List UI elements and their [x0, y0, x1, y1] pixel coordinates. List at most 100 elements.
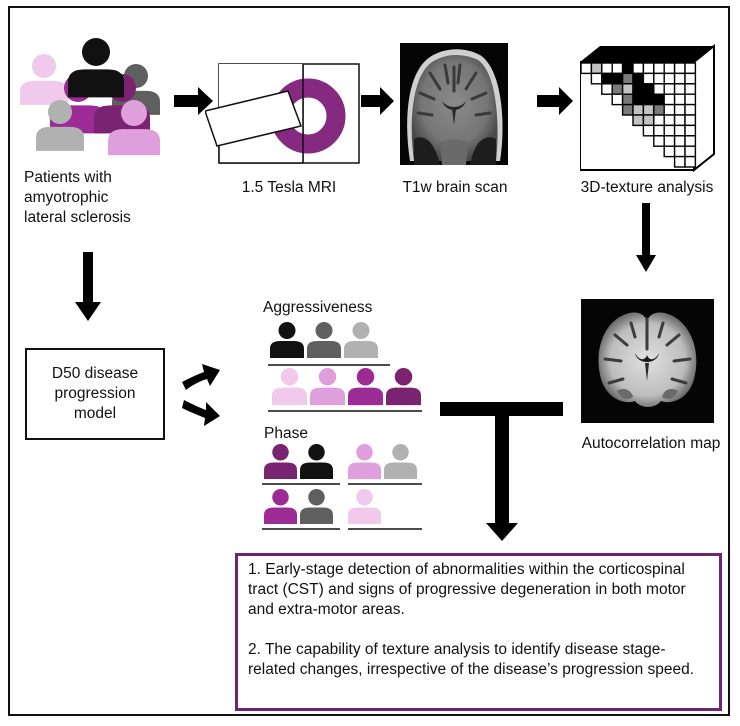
texture-cell [684, 145, 697, 158]
patient-icon [36, 100, 84, 151]
texture-cell [580, 62, 593, 75]
texture-cell [653, 114, 665, 127]
texture-cell [684, 114, 697, 127]
texture-cell [673, 83, 686, 95]
texture-cell [684, 72, 697, 85]
aggressiveness-person-icon [307, 322, 341, 359]
texture-cell [632, 83, 645, 95]
texture-cell [673, 93, 686, 106]
texture-cell [590, 62, 603, 75]
aggressiveness-person-icon [348, 368, 383, 406]
texture-cell [673, 62, 686, 75]
figure-frame [8, 6, 730, 716]
autocorrelation-brain-image [581, 299, 714, 423]
texture-cube-icon [580, 44, 715, 173]
patient-icon [108, 100, 160, 156]
patients-label-line: amyotrophic [24, 189, 109, 206]
texture-cell [653, 135, 665, 147]
phase-person-icon [264, 444, 297, 479]
texture-cell [663, 135, 676, 147]
texture-cell [673, 72, 686, 85]
texture-cell [673, 145, 686, 158]
phase-person-icon [300, 489, 333, 524]
patients-label: Patients with amyotrophic lateral sclero… [24, 168, 184, 228]
texture-cell [663, 93, 676, 106]
texture-cell [642, 103, 655, 116]
aggressiveness-person-icon [310, 368, 345, 406]
texture-cell [684, 155, 697, 168]
arrow-right-icon [361, 87, 394, 115]
texture-cell [684, 135, 697, 147]
texture-cell [642, 72, 655, 85]
texture-cell [601, 72, 613, 85]
d50-label-line: progression [54, 385, 136, 402]
patients-label-line: lateral sclerosis [24, 209, 131, 226]
aggressiveness-person-icon [272, 368, 307, 406]
phase-title: Phase [264, 425, 308, 442]
texture-cell [684, 93, 697, 106]
texture-cell [653, 103, 665, 116]
texture-cell [611, 93, 624, 106]
texture-cell [673, 155, 686, 168]
finding-2: 2. The capability of texture analysis to… [248, 641, 695, 678]
aggressiveness-person-icon [344, 322, 378, 359]
texture-cell [642, 62, 655, 75]
texture-cell [590, 72, 603, 85]
d50-label-line: model [73, 405, 117, 422]
aggressiveness-person-icon [270, 322, 304, 359]
texture-cell [663, 83, 676, 95]
texture-cell [653, 93, 665, 106]
texture-cell [684, 83, 697, 95]
phase-person-icon [300, 444, 333, 479]
texture-cell [632, 114, 645, 127]
texture-cell [601, 62, 613, 75]
texture-cell [611, 72, 624, 85]
aggressiveness-title: Aggressiveness [263, 299, 373, 316]
texture-cell [673, 124, 686, 137]
texture-cell [663, 62, 676, 75]
mri-scanner-icon [205, 63, 360, 164]
texture-cell [653, 83, 665, 95]
patient-icon [68, 38, 124, 98]
texture-cell [632, 93, 645, 106]
texture-cell [653, 124, 665, 137]
arrow-up-right-icon [182, 364, 220, 390]
finding-1: 1. Early-stage detection of abnormalitie… [248, 561, 686, 618]
texture-cell [663, 124, 676, 137]
texture-cell [663, 72, 676, 85]
texture-cell [632, 103, 645, 116]
aggressiveness-group [268, 322, 422, 412]
d50-model-box: D50 disease progression model [25, 348, 165, 440]
texture-cell [663, 145, 676, 158]
arrow-down-icon [636, 203, 656, 272]
texture-cell [601, 83, 613, 95]
texture-cell [632, 72, 645, 85]
texture-cell [653, 62, 665, 75]
texture-cell [621, 83, 634, 95]
texture-cell [611, 83, 624, 95]
d50-label-line: D50 disease [51, 365, 139, 382]
texture-cell [684, 124, 697, 137]
arrow-down-icon [75, 252, 101, 321]
patient-group-icon [20, 38, 160, 156]
patients-label-line: Patients with [24, 169, 112, 186]
phase-person-icon [384, 444, 417, 479]
brain-scan-image [400, 43, 508, 165]
t1w-label: T1w brain scan [402, 179, 508, 196]
texture-cell [611, 62, 624, 75]
texture-cell [673, 135, 686, 147]
arrow-right-icon [174, 87, 213, 115]
phase-person-icon [348, 444, 381, 479]
texture-cell [673, 114, 686, 127]
texture-cell [621, 72, 634, 85]
texture-cell [632, 62, 645, 75]
texture-cell [684, 62, 697, 75]
texture-cell [642, 83, 655, 95]
patient-icon [20, 54, 68, 105]
texture-cell [621, 93, 634, 106]
aggressiveness-person-icon [386, 368, 421, 406]
texture-cell [621, 62, 634, 75]
phase-person-icon [348, 489, 381, 524]
texture-cell [642, 114, 655, 127]
texture-cell [663, 103, 676, 116]
